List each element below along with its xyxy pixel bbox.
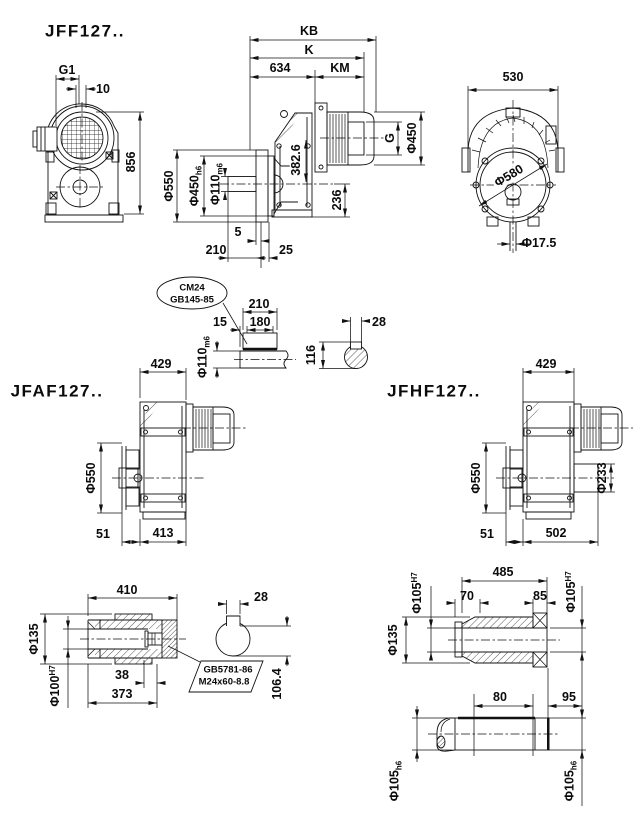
hollow-shaft-dims <box>40 594 178 708</box>
terminal-box <box>36 126 58 152</box>
dim-d105-tr: Φ105H7 <box>563 571 578 613</box>
solid-shaft-sections <box>402 577 586 806</box>
jff-rear-dims <box>467 86 559 246</box>
dim-d550: Φ550 <box>161 170 176 202</box>
dim-116: 116 <box>303 344 318 366</box>
dim-d105-tl: Φ105H7 <box>409 572 424 614</box>
dim-429b: 429 <box>535 356 557 371</box>
dim-210: 210 <box>205 242 227 257</box>
dim-d100-h7: Φ100H7 <box>47 665 62 707</box>
jfhf-view <box>482 368 633 546</box>
dim-80: 80 <box>493 689 507 704</box>
dim-530: 530 <box>502 69 524 84</box>
bolt-marks <box>49 151 114 200</box>
dim-38: 38 <box>115 667 129 682</box>
balloon <box>156 276 228 310</box>
dim-d450-motor: Φ450 <box>404 122 419 154</box>
dim-d135a: Φ135 <box>26 623 41 655</box>
dim-70: 70 <box>460 588 474 603</box>
dim-10: 10 <box>96 81 110 96</box>
thread-callout-box <box>188 660 264 693</box>
jfaf-dims <box>97 368 187 546</box>
section-dims <box>319 317 370 369</box>
dim-k: K <box>304 42 314 57</box>
dim-g1: G1 <box>58 62 76 77</box>
dim-382: 382.6 <box>288 143 303 177</box>
dim-d135b: Φ135 <box>385 624 400 656</box>
title-jff: JFF127.. <box>44 21 126 41</box>
callout-gb5781: GB5781-86 <box>203 664 253 676</box>
dim-106-4: 106.4 <box>269 668 284 700</box>
dim-51a: 51 <box>96 526 110 541</box>
motor <box>326 111 375 166</box>
output-hub <box>573 463 599 493</box>
jff-front-dims <box>55 75 144 215</box>
dim-410: 410 <box>116 582 138 597</box>
dim-d17-5: Φ17.5 <box>521 235 557 250</box>
hollow-shaft-section <box>40 594 291 708</box>
bore-section-dims <box>218 600 291 666</box>
jff-front-view <box>32 75 144 223</box>
dim-d233: Φ233 <box>594 462 609 494</box>
dim-d110b-m6: Φ110m6 <box>195 336 212 378</box>
dim-485: 485 <box>492 564 514 579</box>
dim-d450-h6: Φ450h6 <box>187 165 204 207</box>
dim-d110-m6: Φ110m6 <box>208 163 225 205</box>
fan-cowl-fins <box>471 114 556 153</box>
dim-kb: KB <box>299 23 319 38</box>
jfaf-view <box>97 368 246 546</box>
dim-d105-br: Φ105h6 <box>562 760 579 802</box>
dim-51b: 51 <box>480 526 494 541</box>
jfhf-dims <box>482 368 615 546</box>
dim-95: 95 <box>562 689 576 704</box>
detail-dims <box>213 308 278 378</box>
dim-210b: 210 <box>248 296 270 311</box>
dim-634: 634 <box>269 60 291 75</box>
dim-25: 25 <box>279 242 293 257</box>
dim-502: 502 <box>545 525 567 540</box>
title-jfaf: JFAF127.. <box>10 381 104 401</box>
lower-shaft-dims <box>412 668 586 762</box>
dim-236: 236 <box>329 189 344 211</box>
callout-m24: M24x60-8.8 <box>198 676 250 688</box>
dim-856: 856 <box>123 151 138 173</box>
dim-28a: 28 <box>372 314 386 329</box>
jff-side-dims <box>173 36 425 268</box>
hollow-shaft-detail <box>156 276 370 378</box>
dim-429a: 429 <box>150 356 172 371</box>
dim-180: 180 <box>249 314 271 329</box>
dim-15: 15 <box>213 314 227 329</box>
dim-373: 373 <box>111 686 133 701</box>
title-jfhf: JFHF127.. <box>387 381 481 401</box>
dim-g: G <box>382 133 397 143</box>
balloon-line2: GB145-85 <box>170 294 214 306</box>
balloon-line1: CM24 <box>179 282 205 294</box>
dim-d550a: Φ550 <box>83 462 98 494</box>
jff-side-view <box>173 36 425 268</box>
upper-shaft-dims <box>402 577 586 806</box>
dim-d105-bl: Φ105h6 <box>387 760 404 802</box>
dim-85: 85 <box>533 588 547 603</box>
dim-km: KM <box>330 60 350 75</box>
dim-413: 413 <box>152 525 174 540</box>
jff-rear-view <box>461 86 565 253</box>
dim-28b: 28 <box>254 589 268 604</box>
dim-d550b: Φ550 <box>468 462 483 494</box>
dim-5: 5 <box>234 224 242 239</box>
